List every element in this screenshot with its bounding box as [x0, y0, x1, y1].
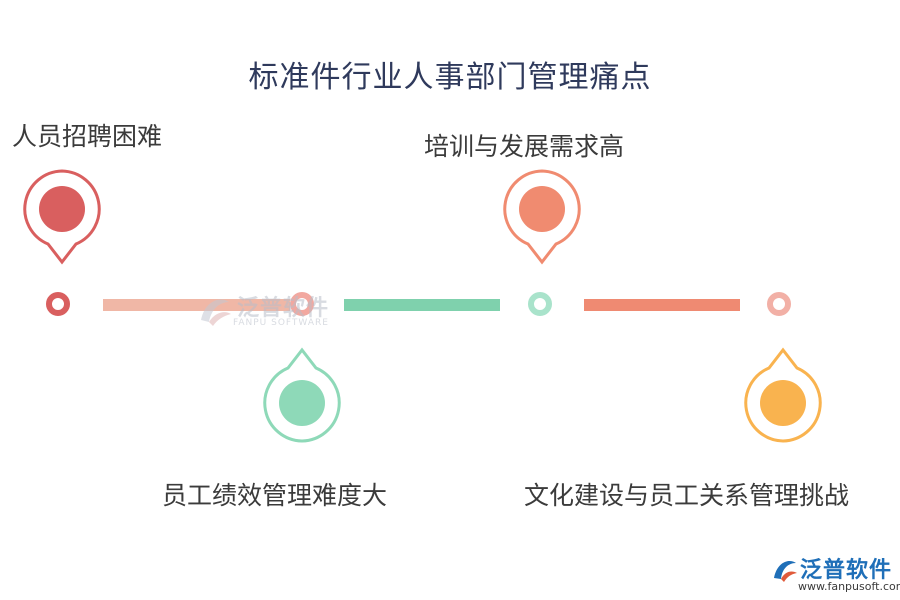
ring-node-icon: [767, 292, 791, 316]
label-recruitment: 人员招聘困难: [12, 122, 163, 151]
map-pin-icon: [23, 169, 101, 265]
diagram-title: 标准件行业人事部门管理痛点: [248, 60, 652, 95]
ring-node-icon: [46, 292, 70, 316]
ring-node-icon: [528, 292, 552, 316]
label-culture: 文化建设与员工关系管理挑战: [524, 481, 850, 510]
watermark-name: 泛普软件: [237, 296, 330, 321]
ring-node-icon: [290, 292, 314, 316]
map-pin-icon: [744, 347, 822, 443]
connector-bar-1: [103, 299, 290, 311]
brand-name: 泛普软件: [800, 558, 893, 583]
label-performance: 员工绩效管理难度大: [162, 481, 388, 510]
brand-url: www.fanpusoft.com: [798, 580, 900, 593]
watermark: 泛普软件 FANPU SOFTWARE: [195, 288, 345, 338]
watermark-sub: FANPU SOFTWARE: [233, 318, 329, 328]
connector-bar-2: [344, 299, 500, 311]
brand-logo: 泛普软件 www.fanpusoft.com: [770, 554, 900, 598]
map-pin-icon: [503, 169, 581, 265]
fanpu-logo-icon: [774, 560, 797, 582]
label-training: 培训与发展需求高: [424, 132, 625, 161]
fanpu-logo-icon: [201, 299, 231, 326]
map-pin-icon: [263, 347, 341, 443]
connector-bar-3: [584, 299, 740, 311]
